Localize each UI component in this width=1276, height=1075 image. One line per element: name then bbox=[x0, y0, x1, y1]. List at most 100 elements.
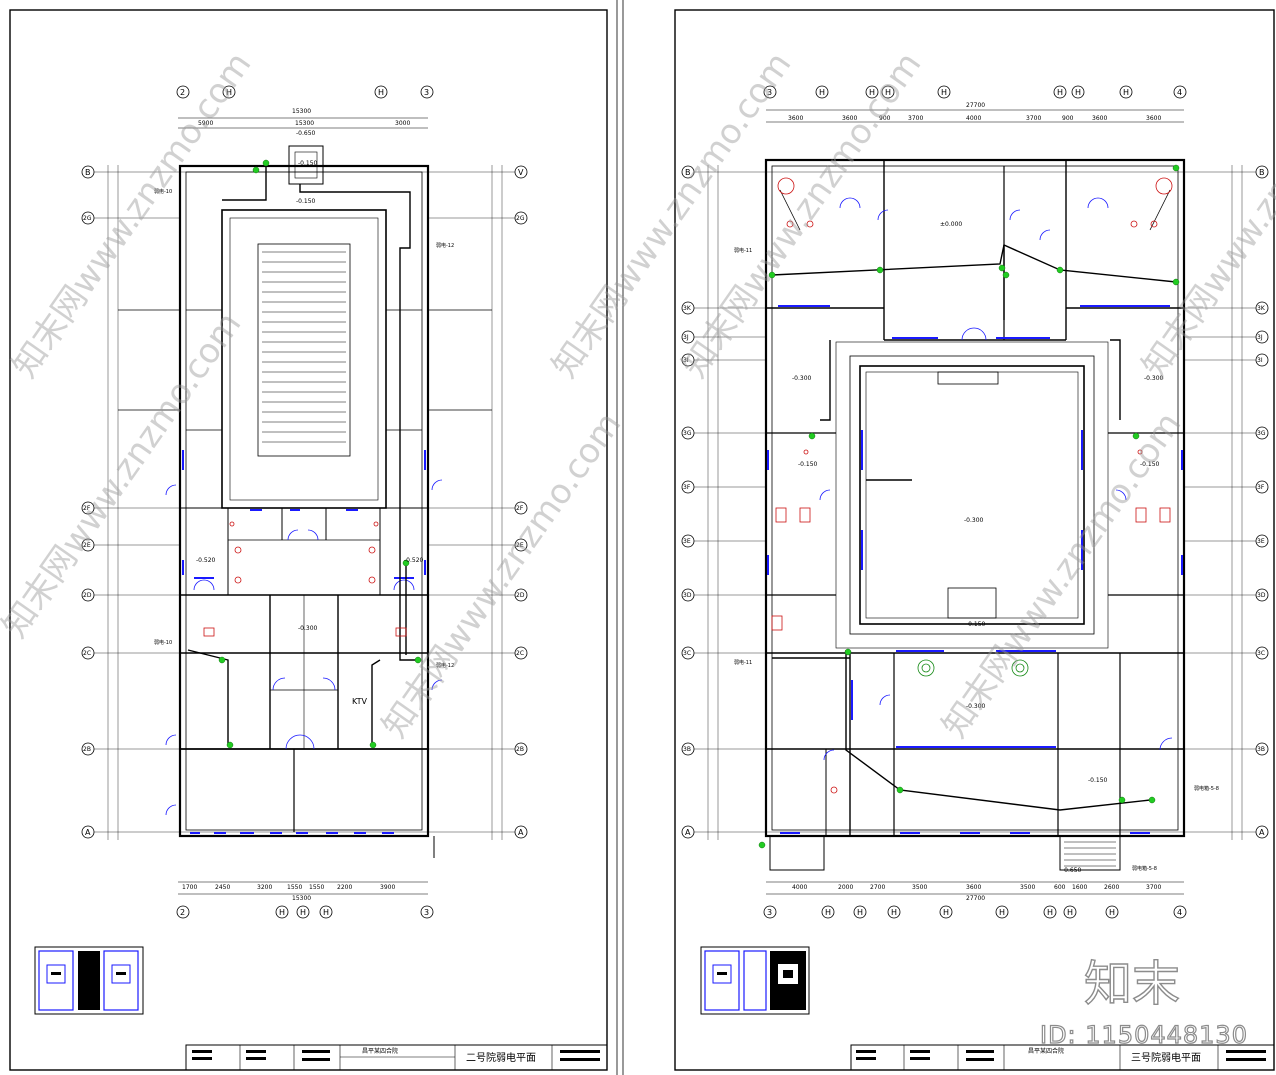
right-row-axis-3g: 3G bbox=[683, 430, 692, 437]
left-right-axis-2c: 2C bbox=[516, 650, 524, 657]
left-row-axis-2b: 2B bbox=[83, 746, 91, 753]
left-bottom-dim-5: 1550 bbox=[309, 884, 324, 891]
right-bottom-dim-1: 4000 bbox=[792, 884, 807, 891]
left-drawing-title: 二号院弱电平面 bbox=[466, 1051, 536, 1064]
right-room-label-3: 弱电箱-5-8 bbox=[1194, 785, 1219, 792]
right-row-axis-3f-r: 3F bbox=[1257, 484, 1265, 491]
left-bottom-axis-3: H bbox=[300, 908, 306, 917]
left-room-label-2: 弱电-10 bbox=[154, 639, 172, 646]
right-room-label-2: 弱电-11 bbox=[734, 659, 752, 666]
right-bottom-dim-5: 3600 bbox=[966, 884, 981, 891]
left-level-6: -0.150 bbox=[296, 198, 316, 205]
watermark-7: 知末网www.znzmo.com bbox=[935, 405, 1190, 745]
right-bottom-axis-8: H bbox=[1067, 908, 1073, 917]
left-bottom-axis-1: 2 bbox=[180, 908, 185, 917]
right-level-2: -0.300 bbox=[792, 375, 812, 382]
right-top-dim-4: 3700 bbox=[908, 115, 923, 122]
right-row-axis-3d: 3D bbox=[683, 592, 692, 599]
right-top-axis-6: H bbox=[1057, 88, 1063, 97]
left-room-ktv: KTV bbox=[352, 697, 368, 706]
right-bottom-dim-8: 1600 bbox=[1072, 884, 1087, 891]
right-top-axis-5: H bbox=[941, 88, 947, 97]
right-bottom-axis-2: H bbox=[825, 908, 831, 917]
right-level-3: -0.300 bbox=[1144, 375, 1164, 382]
left-level-5: -0.520 bbox=[404, 557, 424, 564]
watermarks: 知末网www.znzmo.com 知末网www.znzmo.com 知末网www… bbox=[0, 45, 1276, 1049]
right-row-axis-b: B bbox=[685, 168, 691, 177]
left-top-axis-bubbles: 2 H H 3 bbox=[176, 85, 434, 99]
left-right-axis-2g: 2G bbox=[516, 215, 525, 222]
right-top-axis-3: H bbox=[869, 88, 875, 97]
left-right-axis-2e: 2E bbox=[516, 542, 524, 549]
right-level-9: -0.150 bbox=[1088, 777, 1108, 784]
right-row-axis-3k-r: 3K bbox=[1257, 305, 1266, 312]
left-row-axes: B 2G 2F 2E 2D 2C 2B A V 2G 2F 2E 2D bbox=[81, 165, 528, 839]
left-windows bbox=[182, 450, 426, 834]
right-bottom-axis-10: 4 bbox=[1177, 908, 1182, 917]
left-top-dim-1: 5900 bbox=[198, 120, 213, 127]
right-top-axis-bubbles: 3 H H H H H H H 4 bbox=[763, 85, 1187, 99]
left-bottom-axis-5: 3 bbox=[424, 908, 429, 917]
right-bottom-axis-5: H bbox=[943, 908, 949, 917]
left-project-name: 昌平某四合院 bbox=[362, 1047, 398, 1055]
right-bottom-dim-6: 3500 bbox=[1020, 884, 1035, 891]
left-top-axis-3: H bbox=[378, 88, 384, 97]
right-top-total-dim: 27700 bbox=[966, 102, 985, 109]
right-top-axis-7: H bbox=[1075, 88, 1081, 97]
left-level-2: -0.150 bbox=[298, 160, 318, 167]
right-bottom-axis-9: H bbox=[1109, 908, 1115, 917]
right-bottom-axis-1: 3 bbox=[767, 908, 772, 917]
right-bottom-total-dim: 27700 bbox=[966, 895, 985, 902]
right-row-axis-3j: 3J bbox=[683, 334, 689, 341]
right-outlets bbox=[758, 164, 1180, 849]
right-stair bbox=[1064, 841, 1116, 867]
left-right-axis-v: V bbox=[518, 168, 524, 177]
left-row-axis-2d: 2D bbox=[83, 592, 92, 599]
right-building-walls bbox=[764, 158, 1186, 871]
right-bottom-axis-4: H bbox=[891, 908, 897, 917]
right-row-axis-3b-r: 3B bbox=[1257, 746, 1265, 753]
right-row-axis-3c: 3C bbox=[683, 650, 691, 657]
right-windows bbox=[767, 305, 1183, 834]
right-bottom-dim-10: 3700 bbox=[1146, 884, 1161, 891]
left-bottom-axis-bubbles: 2 H H H 3 bbox=[176, 905, 434, 919]
right-row-axis-3e: 3E bbox=[683, 538, 691, 545]
right-top-dim-1: 3600 bbox=[788, 115, 803, 122]
left-hatch-area bbox=[262, 251, 346, 443]
right-bottom-dim-2: 2000 bbox=[838, 884, 853, 891]
right-bottom-axis-7: H bbox=[1047, 908, 1053, 917]
right-bottom-axis-6: H bbox=[999, 908, 1005, 917]
left-top-dim-3: 3000 bbox=[395, 120, 410, 127]
left-wiring bbox=[187, 166, 420, 745]
left-doors bbox=[165, 479, 443, 816]
left-bottom-dim-2: 2450 bbox=[215, 884, 230, 891]
left-bottom-axis-4: H bbox=[323, 908, 329, 917]
right-row-axis-3d-r: 3D bbox=[1257, 592, 1266, 599]
watermark-5: 知末网www.znzmo.com bbox=[675, 45, 930, 385]
right-top-dim-3: 900 bbox=[879, 115, 891, 122]
right-row-axis-a: A bbox=[685, 828, 691, 837]
watermark-4: 知末网www.znzmo.com bbox=[545, 45, 800, 385]
left-fixtures bbox=[203, 521, 407, 637]
left-key-plan bbox=[34, 946, 144, 1015]
right-top-dim-7: 900 bbox=[1062, 115, 1074, 122]
right-row-axis-3g-r: 3G bbox=[1257, 430, 1266, 437]
left-building-walls bbox=[118, 145, 492, 858]
left-row-axis-a: A bbox=[85, 828, 91, 837]
left-row-axis-2f: 2F bbox=[83, 505, 91, 512]
left-level-1: -0.650 bbox=[296, 130, 316, 137]
left-outlets bbox=[218, 159, 422, 749]
right-top-dim-8: 3600 bbox=[1092, 115, 1107, 122]
left-right-axis-a: A bbox=[518, 828, 524, 837]
right-top-axis-1: 3 bbox=[767, 88, 772, 97]
left-right-axis-2b: 2B bbox=[516, 746, 524, 753]
watermark-6: 知末网www.znzmo.com bbox=[1135, 45, 1276, 385]
left-top-axis-2: H bbox=[226, 88, 232, 97]
right-level-4: -0.150 bbox=[798, 461, 818, 468]
left-room-label-1: 弱电-10 bbox=[154, 188, 172, 195]
right-row-axis-3i: 3I bbox=[683, 357, 689, 364]
left-row-axis-2e: 2E bbox=[83, 542, 91, 549]
right-row-axis-3e-r: 3E bbox=[1257, 538, 1265, 545]
right-top-dim-5: 4000 bbox=[966, 115, 981, 122]
